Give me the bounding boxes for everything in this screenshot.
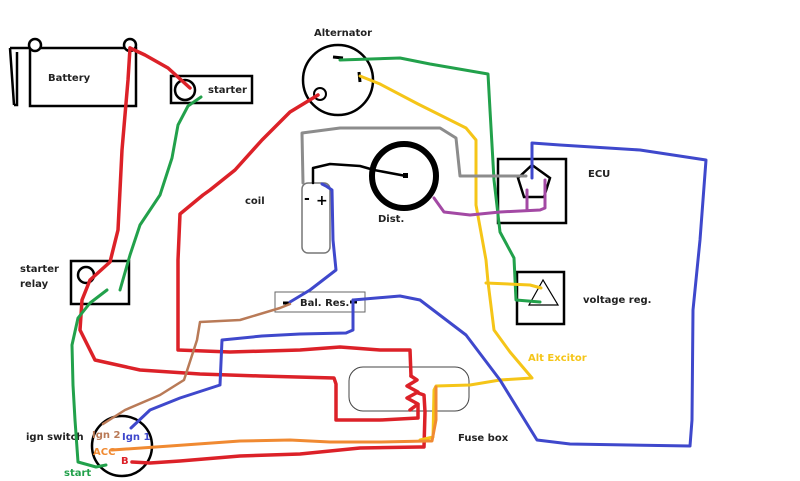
starter-relay-label-line2: relay	[20, 279, 49, 290]
ecu-label: ECU	[588, 169, 610, 180]
alternator-label: Alternator	[314, 28, 372, 39]
battery-label: Battery	[48, 73, 91, 84]
starter-label: starter	[208, 85, 247, 96]
battery-negative-terminal	[27, 37, 43, 53]
b-terminal-label: B	[121, 456, 129, 467]
wire-red-ign-b	[130, 391, 427, 465]
alt-exciter-label: Alt Excitor	[528, 353, 587, 364]
voltage-regulator-label: voltage reg.	[583, 295, 651, 306]
start-terminal-label: start	[64, 468, 91, 479]
starter-relay-label-line1: starter	[20, 264, 59, 275]
voltage-regulator: voltage reg.	[515, 270, 651, 326]
ballast-resistor-label: Bal. Res.	[300, 298, 349, 309]
fuse-box: Fuse box	[348, 366, 509, 444]
alternator: Alternator	[301, 28, 375, 117]
coil-positive-terminal: +	[316, 193, 328, 209]
coil-label: coil	[245, 196, 265, 207]
starter: starter	[169, 74, 254, 105]
fuse-box-label: Fuse box	[458, 433, 509, 444]
wire-green-starter-relay	[118, 95, 203, 292]
ecu: ECU	[496, 157, 610, 225]
wire-red-battery-starter	[128, 46, 192, 90]
wire-gray-coil-ecu	[300, 126, 528, 185]
wire-yellow-voltreg	[484, 281, 543, 290]
acc-terminal-label: ACC	[93, 447, 115, 458]
wire-blue-resistor-coil	[288, 182, 338, 304]
ign-switch-label: ign switch	[26, 432, 84, 443]
coil-negative-terminal: -	[304, 191, 310, 207]
distributor-label: Dist.	[378, 214, 404, 225]
wire-green-relay-start	[70, 288, 109, 469]
wire-blue-ign1	[129, 298, 355, 430]
wire-blue-resistor-ecu	[351, 141, 708, 448]
ignition-coil: - + coil	[245, 182, 331, 254]
starter-relay: starter relay	[20, 259, 131, 306]
battery: Battery	[8, 37, 138, 108]
wire-green-alt-voltreg	[338, 56, 542, 304]
ign2-terminal-label: Ign 2	[92, 430, 120, 441]
wire-red-alternator	[176, 93, 413, 378]
ign1-terminal-label: Ign 1	[122, 432, 150, 443]
wire-red-battery-relay	[78, 46, 420, 422]
distributor: Dist.	[369, 141, 439, 225]
wire-orange-acc	[110, 385, 438, 452]
wire-brown-ign2	[101, 302, 292, 426]
ground-strap	[8, 46, 30, 107]
wire-black-coil-dist	[311, 162, 408, 185]
wire-purple-dist-ecu	[432, 178, 547, 217]
